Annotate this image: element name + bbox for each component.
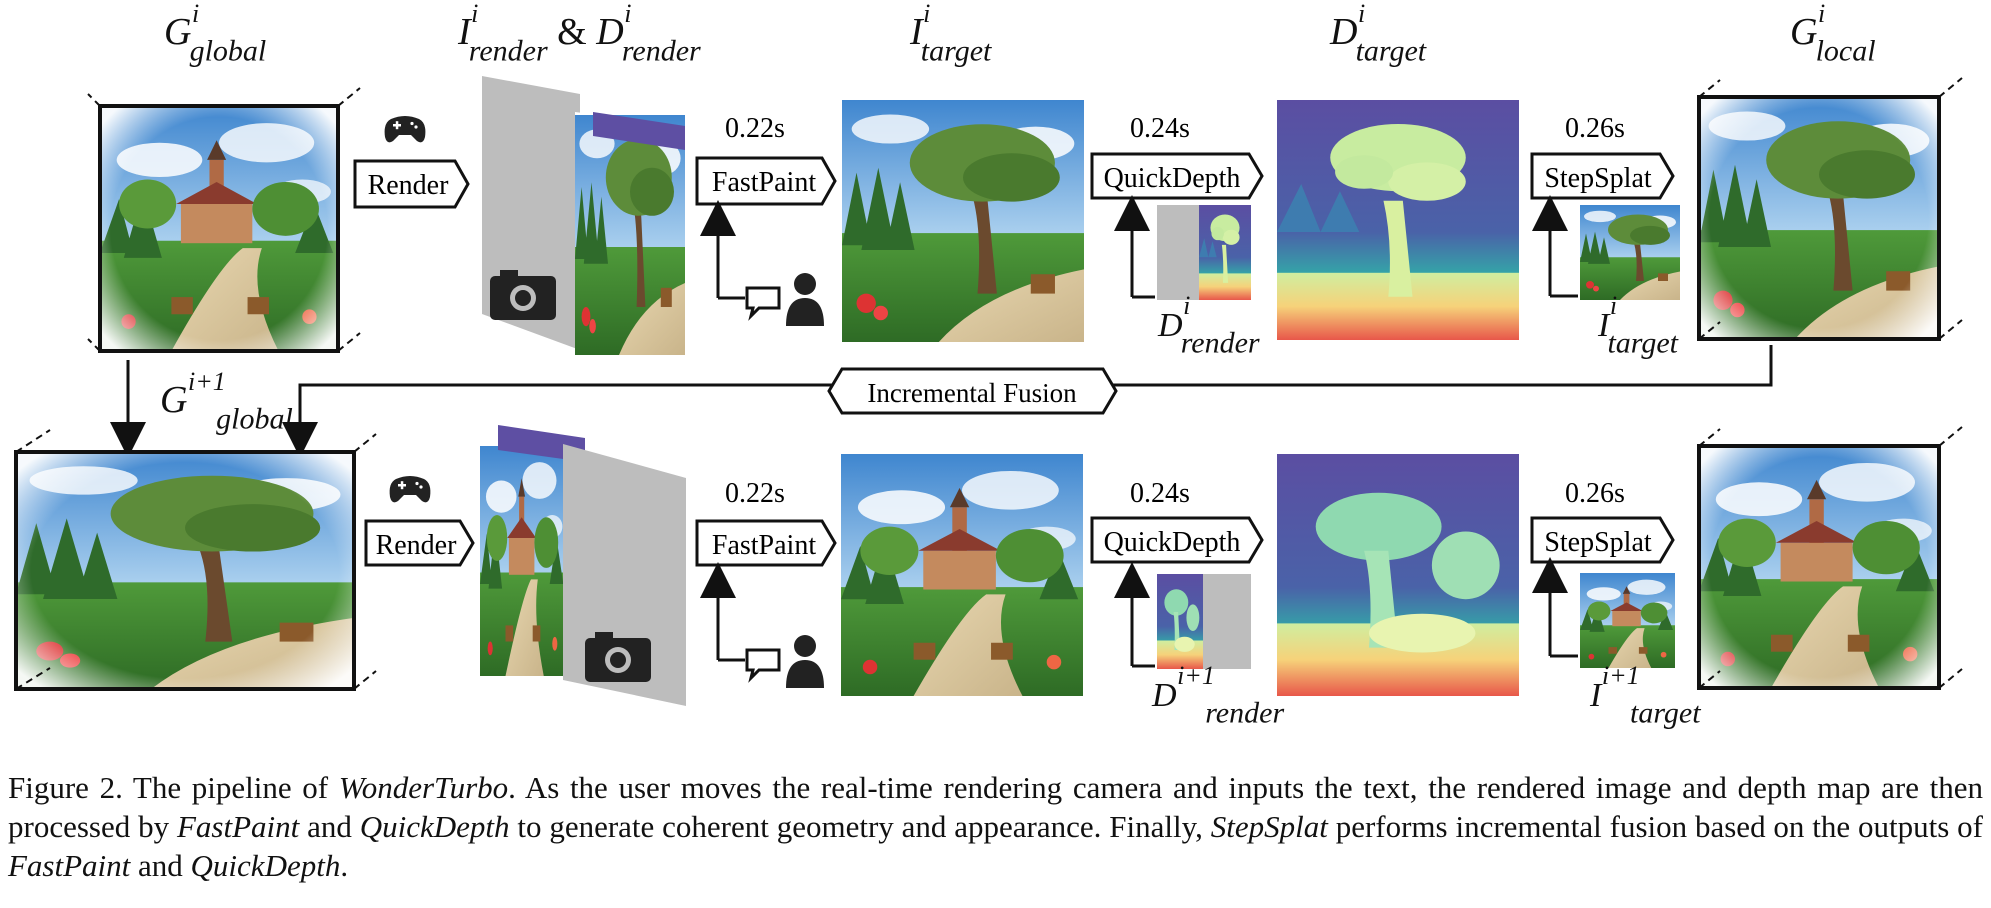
i-target-image [842,100,1084,342]
fastpaint-tag: FastPaint [695,156,837,206]
i-target-label: Iitarget [910,0,992,68]
fastpaint-time-bottom: 0.22s [725,478,785,509]
i-target-next-thumb [1580,573,1675,668]
g-global-label: Giglobal [164,0,267,68]
g-local-next-box [1697,426,1963,690]
g-global-next-label: Gi+1global [160,366,293,436]
camera-icon [585,632,651,682]
stepsplat-tag: StepSplat [1530,152,1675,200]
quickdepth-tag-bottom: QuickDepth [1090,516,1264,564]
render-label-bottom: Render [376,530,458,561]
quickdepth-time: 0.24s [1130,113,1190,144]
stepsplat-time: 0.26s [1565,113,1625,144]
camera-icon [490,270,556,320]
gamepad-icon [384,116,426,143]
fastpaint-tag-bottom: FastPaint [695,519,837,567]
i-target-small-label: Iitarget [1598,291,1679,360]
quickdepth-time-bottom: 0.24s [1130,478,1190,509]
pipeline-diagram: Render 0.22s FastPaint 0.24s QuickDepth [14,76,1963,706]
d-target-next-image [1277,454,1519,696]
fastpaint-time: 0.22s [725,113,785,144]
g-local-box [1697,77,1963,341]
render-label: Render [368,170,450,201]
chat-bubble-icon [745,286,781,321]
incremental-fusion-tag: Incremental Fusion [827,367,1118,415]
render-tag-bottom: Render [364,519,475,567]
incremental-fusion-label: Incremental Fusion [867,378,1077,408]
stepsplat-time-bottom: 0.26s [1565,478,1625,509]
i-target-next-image [841,454,1083,696]
d-target-label: Ditarget [1330,0,1427,68]
render-view-bottom [480,425,686,706]
render-tag: Render [353,159,470,209]
chat-bubble-icon [745,648,781,683]
d-target-image [1277,100,1519,340]
i-target-thumb [1580,205,1680,300]
d-render-small-label: Dirender [1158,291,1260,360]
stepsplat-tag-bottom: StepSplat [1530,516,1675,564]
g-local-label: Gilocal [1790,0,1876,68]
d-render-next-thumb [1157,574,1251,669]
fastpaint-label-bottom: FastPaint [712,530,816,561]
person-icon [786,273,824,326]
quickdepth-label: QuickDepth [1104,163,1241,194]
stepsplat-label: StepSplat [1544,163,1652,194]
stepsplat-label-bottom: StepSplat [1544,527,1652,558]
render-view-top [482,76,685,356]
d-render-next-small-label: Di+1render [1152,661,1285,730]
fastpaint-label: FastPaint [712,167,816,198]
person-icon [786,635,824,688]
i-target-next-small-label: Ii+1target [1590,661,1701,730]
d-render-thumb [1157,205,1251,300]
g-global-next-box [14,429,377,691]
quickdepth-label-bottom: QuickDepth [1104,527,1241,558]
quickdepth-tag: QuickDepth [1090,152,1264,200]
gamepad-icon [389,476,431,503]
g-global-box [87,87,361,353]
render-pair-label: Iirender & Dirender [458,0,701,68]
figure-caption: Figure 2. The pipeline of WonderTurbo. A… [8,770,1983,883]
